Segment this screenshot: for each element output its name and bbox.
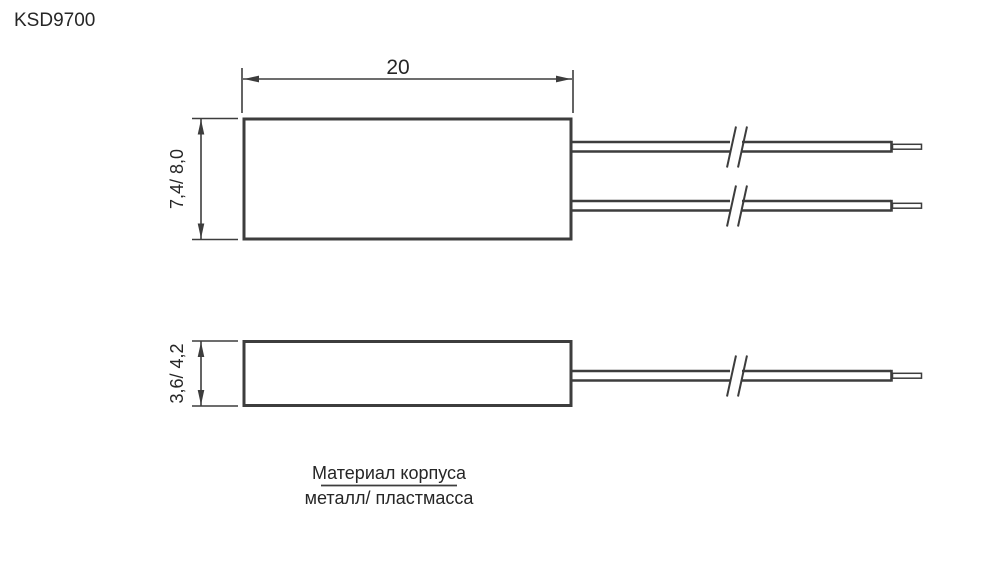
material-note: Материал корпуса металл/ пластмасса [305, 463, 475, 508]
part-number: KSD9700 [14, 10, 95, 31]
bare-wire-tip [891, 143, 923, 150]
side-view-body [242, 340, 573, 407]
break-mark-2 [737, 355, 748, 397]
break-mark-1 [726, 126, 737, 168]
material-note-label: Материал корпуса [312, 463, 467, 483]
break-mark-1 [726, 185, 737, 227]
top-wire-lower [572, 185, 923, 227]
break-mark-1 [726, 355, 737, 397]
break-mark-2 [737, 126, 748, 168]
arrowhead-right [556, 75, 571, 83]
arrowhead-down [197, 223, 205, 239]
bare-wire-tip [891, 202, 923, 209]
top-view: 20 7,4/ 8,0 [167, 56, 923, 241]
length-dimension-label: 20 [386, 56, 409, 79]
material-note-value: металл/ пластмасса [305, 488, 475, 508]
top-wire-upper [572, 126, 923, 168]
arrowhead-down [197, 390, 205, 405]
break-mark-2 [737, 185, 748, 227]
side-view: 3,6/ 4,2 [167, 340, 923, 407]
bare-wire-tip [891, 372, 923, 379]
arrowhead-up [197, 119, 205, 135]
top-view-width-dimension: 20 [241, 56, 574, 113]
side-wire [572, 355, 923, 397]
arrowhead-left [244, 75, 259, 83]
top-view-height-dimension: 7,4/ 8,0 [167, 117, 238, 241]
thickness-dimension-label: 3,6/ 4,2 [167, 343, 187, 403]
height-dimension-label: 7,4/ 8,0 [167, 149, 187, 209]
arrowhead-up [197, 342, 205, 357]
side-view-thickness-dimension: 3,6/ 4,2 [167, 340, 238, 407]
top-view-body [242, 117, 573, 241]
